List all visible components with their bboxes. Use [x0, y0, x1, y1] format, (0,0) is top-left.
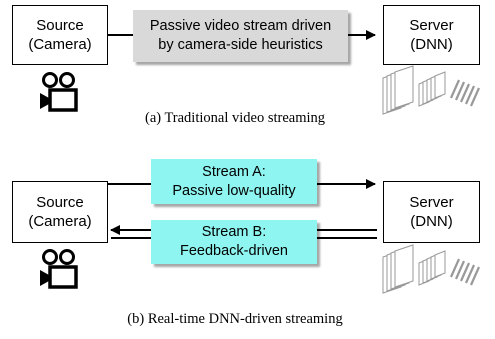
top-stream-box: Passive video stream driven by camera-si…: [133, 10, 348, 62]
top-server-box: Server (DNN): [383, 5, 480, 65]
stream-a-box: Stream A: Passive low-quality: [151, 159, 317, 204]
top-source-sublabel: (Camera): [28, 36, 92, 53]
bottom-server-box: Server (DNN): [383, 181, 480, 243]
bottom-server-sublabel: (DNN): [410, 213, 453, 230]
stream-b-box: Stream B: Feedback-driven: [151, 220, 317, 264]
bottom-caption: (b) Real-time DNN-driven streaming: [127, 311, 343, 327]
stream-a-title: Stream A:: [202, 163, 266, 180]
top-server-sublabel: (DNN): [410, 36, 453, 53]
top-source-box: Source (Camera): [12, 5, 108, 65]
top-server-label: Server: [409, 17, 454, 34]
stream-b-desc: Feedback-driven: [180, 243, 288, 259]
top-stream-line1: Passive video stream driven: [149, 18, 332, 34]
top-source-label: Source: [36, 17, 84, 34]
stream-a-desc: Passive low-quality: [172, 182, 296, 199]
top-stream-line2: by camera-side heuristics: [158, 37, 323, 53]
bottom-source-box: Source (Camera): [12, 181, 108, 243]
stream-b-title: Stream B:: [201, 224, 267, 240]
bottom-source-label: Source: [36, 194, 84, 211]
bottom-source-sublabel: (Camera): [28, 213, 92, 230]
top-caption: (a) Traditional video streaming: [144, 110, 325, 126]
bottom-server-label: Server: [409, 194, 454, 211]
